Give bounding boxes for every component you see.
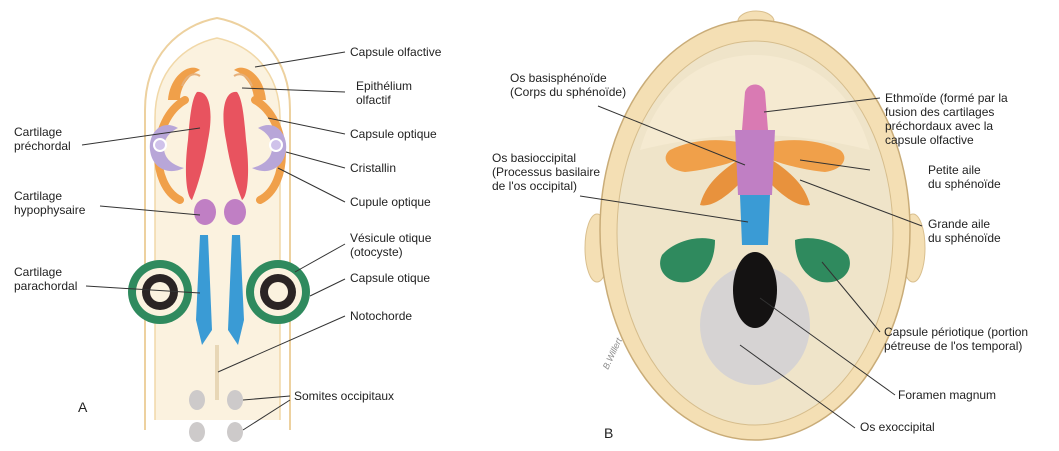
panel-b-letter: B: [604, 425, 613, 441]
label-capsule-optique: Capsule optique: [350, 127, 437, 141]
label-somites-occipitaux: Somites occipitaux: [294, 389, 394, 403]
artist-signature: B.Willert: [601, 336, 624, 371]
label-notochorde: Notochorde: [350, 309, 412, 323]
occipital-somite: [227, 390, 243, 410]
foramen-magnum: [733, 252, 777, 328]
panel-a: Capsule olfactive Epithélium olfactif Ca…: [14, 18, 442, 442]
basioccipital: [740, 195, 770, 245]
panel-a-letter: A: [78, 399, 88, 415]
label-capsule-otique: Capsule otique: [350, 271, 430, 285]
occipital-somite: [189, 422, 205, 442]
lens-left: [154, 139, 166, 151]
basisphenoid: [735, 130, 775, 195]
label-foramen-magnum: Foramen magnum: [898, 388, 996, 402]
occipital-somite: [227, 422, 243, 442]
label-cartilage-hypophysaire: Cartilage hypophysaire: [14, 189, 86, 217]
label-os-basioccipital: Os basioccipital (Processus basilaire de…: [492, 151, 603, 193]
ethmoid: [742, 85, 768, 131]
label-capsule-olfactive: Capsule olfactive: [350, 45, 442, 59]
label-epithelium-olfactif: Epithélium olfactif: [356, 79, 415, 107]
occipital-somite: [189, 390, 205, 410]
label-cristallin: Cristallin: [350, 161, 396, 175]
hypophyseal-cartilage-left: [194, 199, 216, 225]
label-cupule-optique: Cupule optique: [350, 195, 431, 209]
label-cartilage-prechordal: Cartilage préchordal: [14, 125, 71, 153]
label-vesicule-otique: Vésicule otique (otocyste): [350, 231, 435, 259]
label-ethmoide: Ethmoïde (formé par la fusion des cartil…: [885, 91, 1011, 147]
label-cartilage-parachordal: Cartilage parachordal: [14, 265, 77, 293]
label-grande-aile: Grande aile du sphénoïde: [928, 217, 1001, 245]
label-capsule-periotique: Capsule périotique (portion pétreuse de …: [884, 325, 1031, 353]
panel-b: B.Willert Os basisphénoïde (Corps du sph…: [492, 11, 1031, 441]
hypophyseal-cartilage-right: [224, 199, 246, 225]
otic-vesicle-left-lumen: [150, 282, 170, 302]
lens-right: [270, 139, 282, 151]
otic-vesicle-right-lumen: [268, 282, 288, 302]
label-petite-aile: Petite aile du sphénoïde: [928, 163, 1001, 191]
label-os-basisphenoide: Os basisphénoïde (Corps du sphénoïde): [510, 71, 626, 99]
label-os-exoccipital: Os exoccipital: [860, 420, 935, 434]
